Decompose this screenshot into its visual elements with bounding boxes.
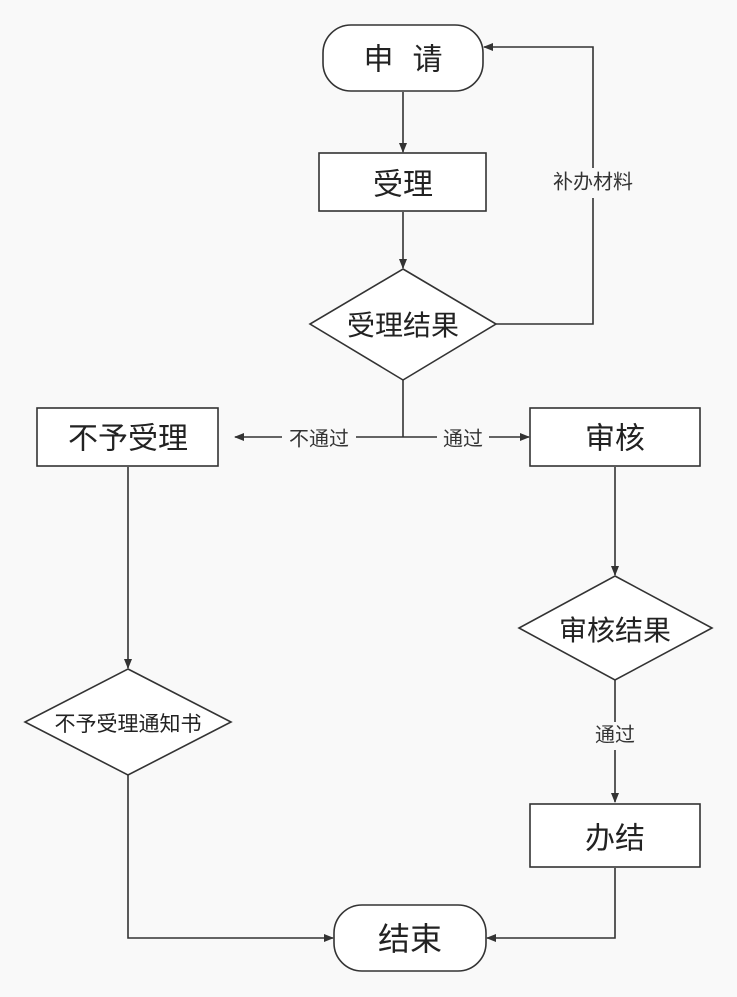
node-complete: 办结 — [529, 803, 701, 868]
node-accept-result: 受理结果 — [308, 268, 498, 381]
node-reject-notice: 不予受理通知书 — [23, 668, 233, 776]
node-apply-label: 申 请 — [363, 43, 442, 78]
edge-notice-to-end — [127, 775, 334, 942]
node-end-label: 结束 — [378, 920, 442, 958]
node-reject: 不予受理 — [36, 407, 219, 467]
node-review-result: 审核结果 — [517, 575, 714, 681]
node-review-label: 审核 — [585, 422, 645, 457]
node-complete-label: 办结 — [585, 822, 645, 857]
node-apply: 申 请 — [322, 24, 484, 92]
node-accept-label: 受理 — [373, 168, 433, 203]
node-end: 结束 — [333, 904, 487, 972]
node-review: 审核 — [529, 407, 701, 467]
node-accept-result-label: 受理结果 — [347, 309, 459, 342]
node-reject-notice-label: 不予受理通知书 — [55, 712, 202, 736]
node-review-result-label: 审核结果 — [559, 614, 671, 647]
edge-label-review-pass: 通过 — [595, 723, 635, 747]
node-reject-label: 不予受理 — [68, 422, 188, 457]
edge-label-fail: 不通过 — [289, 427, 349, 451]
edge-complete-to-end — [486, 868, 616, 942]
edge-label-supplement: 补办材料 — [553, 170, 633, 194]
edge-label-pass: 通过 — [443, 427, 483, 451]
node-accept: 受理 — [318, 152, 487, 212]
